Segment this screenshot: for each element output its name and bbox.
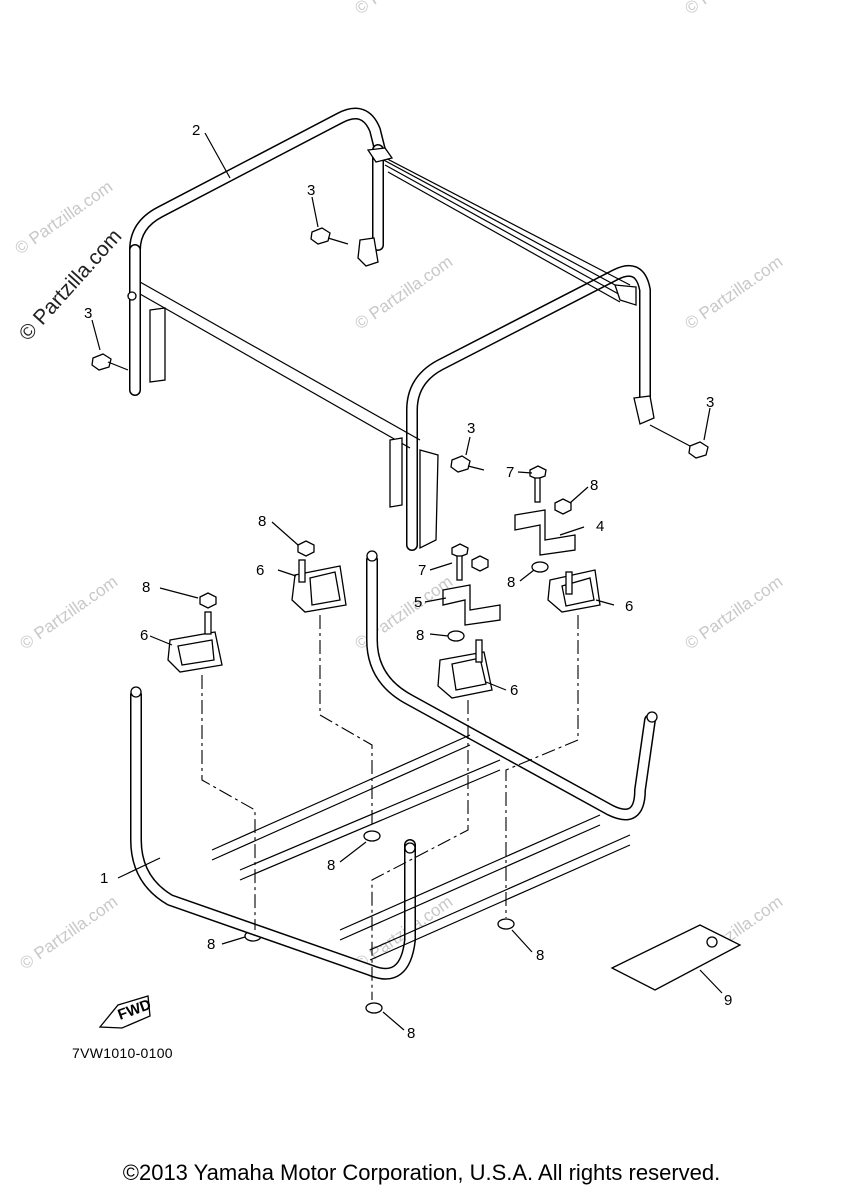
center-lines — [201, 615, 579, 1000]
callout-8: 8 — [327, 857, 335, 874]
mounts — [167, 465, 601, 1014]
bolts — [91, 227, 709, 473]
watermark: © Partzilla.com — [681, 252, 786, 333]
callout-numbers: 1 2 3 3 3 3 4 5 6 6 6 6 7 7 8 8 8 8 8 8 … — [84, 122, 732, 1042]
callout-8: 8 — [590, 477, 598, 494]
callout-6: 6 — [510, 682, 518, 699]
callout-4: 4 — [596, 518, 604, 535]
callout-8: 8 — [258, 513, 266, 530]
lower-frame — [130, 550, 658, 980]
callout-3: 3 — [467, 420, 475, 437]
callout-3: 3 — [84, 305, 92, 322]
copyright-notice: ©2013 Yamaha Motor Corporation, U.S.A. A… — [122, 1160, 721, 1185]
callout-3: 3 — [706, 394, 714, 411]
watermark: © Partzilla.com — [681, 0, 786, 18]
callout-8: 8 — [407, 1025, 415, 1042]
callout-8: 8 — [507, 574, 515, 591]
callout-6: 6 — [256, 562, 264, 579]
watermark: © Partzilla.com — [16, 572, 121, 653]
callout-1: 1 — [100, 870, 108, 887]
callout-2: 2 — [192, 122, 200, 139]
callout-5: 5 — [414, 594, 422, 611]
leader-lines — [91, 132, 723, 1031]
callout-8: 8 — [416, 627, 424, 644]
callout-7: 7 — [506, 464, 514, 481]
parts-bag — [610, 924, 742, 991]
diagram-code: 7VW1010-0100 — [72, 1045, 173, 1061]
callout-7: 7 — [418, 562, 426, 579]
callout-6: 6 — [140, 627, 148, 644]
callout-8: 8 — [207, 936, 215, 953]
callout-8: 8 — [536, 947, 544, 964]
upper-frame — [127, 107, 655, 551]
callout-3: 3 — [307, 182, 315, 199]
callout-8: 8 — [142, 579, 150, 596]
callout-9: 9 — [724, 992, 732, 1009]
fwd-arrow: FWD — [98, 995, 154, 1029]
watermark: © Partzilla.com — [16, 892, 121, 973]
callout-6: 6 — [625, 598, 633, 615]
watermark: © Partzilla.com — [351, 0, 456, 18]
watermark: © Partzilla.com — [681, 572, 786, 653]
